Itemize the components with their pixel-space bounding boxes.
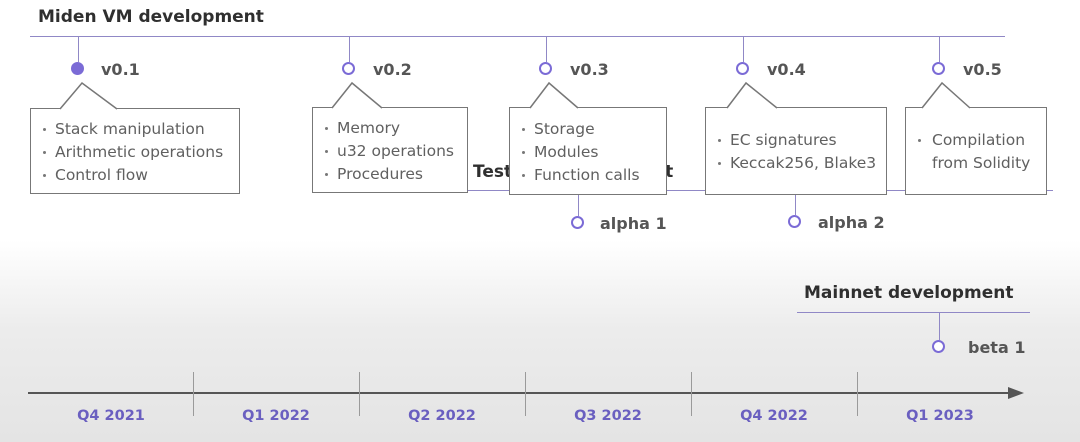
testnet-title-start: Test bbox=[473, 162, 513, 182]
v02-node bbox=[342, 62, 355, 75]
v05-callout: Compilation from Solidity bbox=[905, 107, 1047, 195]
alpha1-stem bbox=[578, 190, 579, 216]
beta1-node bbox=[932, 340, 945, 353]
beta1-stem bbox=[939, 312, 940, 340]
vm-track-title: Miden VM development bbox=[38, 7, 264, 27]
quarter-label: Q3 2022 bbox=[574, 408, 642, 424]
v03-tail bbox=[529, 81, 579, 109]
v04-tail bbox=[726, 81, 778, 109]
axis-tick bbox=[193, 372, 194, 416]
v05-item: Compilation bbox=[906, 129, 1046, 152]
v03-item: Function calls bbox=[510, 164, 666, 187]
v02-tail bbox=[331, 81, 383, 109]
axis-tick bbox=[525, 372, 526, 416]
v04-callout: EC signatures Keccak256, Blake3 bbox=[705, 107, 887, 195]
v02-label: v0.2 bbox=[373, 60, 412, 79]
v05-node bbox=[932, 62, 945, 75]
alpha1-node bbox=[571, 216, 584, 229]
v02-item: Procedures bbox=[313, 163, 467, 186]
quarter-label: Q4 2022 bbox=[740, 408, 808, 424]
v04-stem bbox=[743, 36, 744, 62]
v02-item: Memory bbox=[313, 117, 467, 140]
quarter-label: Q1 2022 bbox=[242, 408, 310, 424]
v01-item: Control flow bbox=[31, 164, 239, 187]
mainnet-track-line bbox=[797, 312, 1030, 313]
v02-callout: Memory u32 operations Procedures bbox=[312, 107, 468, 193]
v05-stem bbox=[939, 36, 940, 62]
v03-callout: Storage Modules Function calls bbox=[509, 107, 667, 195]
v03-label: v0.3 bbox=[570, 60, 609, 79]
v05-item: from Solidity bbox=[932, 154, 1031, 172]
v04-label: v0.4 bbox=[767, 60, 806, 79]
v01-item: Stack manipulation bbox=[31, 118, 239, 141]
mainnet-track-title: Mainnet development bbox=[804, 283, 1014, 303]
v01-stem bbox=[78, 36, 79, 62]
v01-callout: Stack manipulation Arithmetic operations… bbox=[30, 108, 240, 194]
quarter-label: Q2 2022 bbox=[408, 408, 476, 424]
v02-stem bbox=[349, 36, 350, 62]
alpha2-label: alpha 2 bbox=[818, 213, 885, 232]
axis-tick bbox=[691, 372, 692, 416]
v03-node bbox=[539, 62, 552, 75]
v04-item: Keccak256, Blake3 bbox=[706, 152, 886, 175]
vm-track-line bbox=[30, 36, 1005, 37]
v01-item: Arithmetic operations bbox=[31, 141, 239, 164]
axis-tick bbox=[857, 372, 858, 416]
alpha1-label: alpha 1 bbox=[600, 214, 667, 233]
v05-label: v0.5 bbox=[963, 60, 1002, 79]
v01-node bbox=[71, 62, 84, 75]
axis-arrow-icon bbox=[1008, 387, 1024, 399]
v03-stem bbox=[546, 36, 547, 62]
v01-tail bbox=[59, 81, 118, 110]
v04-node bbox=[736, 62, 749, 75]
v04-item: EC signatures bbox=[706, 129, 886, 152]
alpha2-stem bbox=[795, 190, 796, 215]
quarter-label: Q1 2023 bbox=[906, 408, 974, 424]
v01-label: v0.1 bbox=[101, 60, 140, 79]
quarter-label: Q4 2021 bbox=[77, 408, 145, 424]
v02-item: u32 operations bbox=[313, 140, 467, 163]
v03-item: Storage bbox=[510, 118, 666, 141]
beta1-label: beta 1 bbox=[968, 338, 1026, 357]
v03-item: Modules bbox=[510, 141, 666, 164]
v05-tail bbox=[921, 81, 971, 109]
alpha2-node bbox=[788, 215, 801, 228]
axis-tick bbox=[359, 372, 360, 416]
